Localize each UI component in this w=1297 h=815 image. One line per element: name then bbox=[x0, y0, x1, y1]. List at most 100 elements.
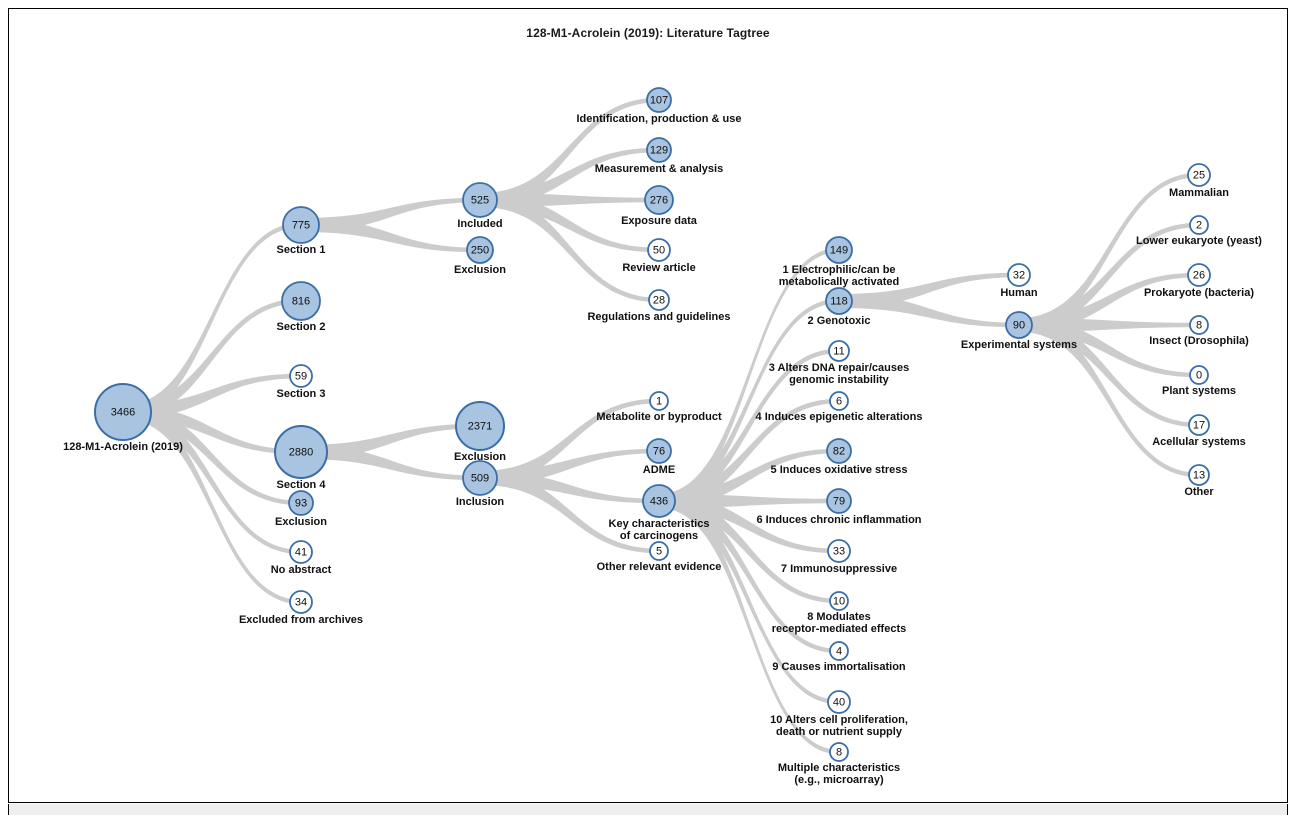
node-circle[interactable] bbox=[826, 438, 852, 464]
node-circle[interactable] bbox=[281, 281, 321, 321]
node-circle[interactable] bbox=[462, 182, 498, 218]
tree-link bbox=[659, 494, 839, 604]
node-circle[interactable] bbox=[649, 391, 669, 411]
node-circle[interactable] bbox=[642, 484, 676, 518]
node-circle[interactable] bbox=[829, 641, 849, 661]
node-label: Measurement & analysis bbox=[595, 163, 723, 175]
node-circle[interactable] bbox=[462, 460, 498, 496]
node-label: Identification, production & use bbox=[577, 113, 742, 125]
tree-link bbox=[480, 398, 659, 485]
tree-link bbox=[480, 147, 659, 207]
node-label: Section 2 bbox=[277, 321, 326, 333]
tree-node[interactable]: 49 Causes immortalisation bbox=[772, 641, 906, 673]
node-label: Experimental systems bbox=[961, 339, 1077, 351]
node-label: Acellular systems bbox=[1152, 436, 1246, 448]
node-label: 6 Induces chronic inflammation bbox=[756, 514, 921, 526]
node-label: Exposure data bbox=[621, 215, 698, 227]
node-circle[interactable] bbox=[1007, 263, 1031, 287]
node-circle[interactable] bbox=[289, 590, 313, 614]
node-circle[interactable] bbox=[829, 391, 849, 411]
tree-link bbox=[659, 494, 839, 755]
node-circle[interactable] bbox=[646, 137, 672, 163]
tree-link bbox=[301, 218, 480, 253]
node-circle[interactable] bbox=[829, 591, 849, 611]
node-circle[interactable] bbox=[644, 185, 674, 215]
node-circle[interactable] bbox=[466, 236, 494, 264]
node-circle[interactable] bbox=[1189, 315, 1209, 335]
node-label: Exclusion bbox=[454, 264, 506, 276]
node-circle[interactable] bbox=[1188, 464, 1210, 486]
tree-link bbox=[1019, 272, 1199, 332]
node-circle[interactable] bbox=[1189, 365, 1209, 385]
node-label: Section 3 bbox=[277, 388, 326, 400]
node-circle[interactable] bbox=[825, 287, 853, 315]
node-circle[interactable] bbox=[828, 340, 850, 362]
node-label: 7 Immunosuppressive bbox=[781, 563, 897, 575]
node-circle[interactable] bbox=[1189, 215, 1209, 235]
node-circle[interactable] bbox=[289, 540, 313, 564]
node-circle[interactable] bbox=[647, 238, 671, 262]
tree-link bbox=[659, 494, 839, 654]
node-circle[interactable] bbox=[646, 438, 672, 464]
tree-node[interactable]: 796 Induces chronic inflammation bbox=[756, 488, 922, 526]
node-circle[interactable] bbox=[826, 488, 852, 514]
node-circle[interactable] bbox=[825, 236, 853, 264]
node-circle[interactable] bbox=[289, 364, 313, 388]
node-circle[interactable] bbox=[94, 383, 152, 441]
node-label: Multiple characteristics(e.g., microarra… bbox=[778, 762, 900, 786]
node-circle[interactable] bbox=[455, 401, 505, 451]
node-circle[interactable] bbox=[648, 289, 670, 311]
node-circle[interactable] bbox=[649, 541, 669, 561]
node-circle[interactable] bbox=[288, 490, 314, 516]
node-circle[interactable] bbox=[1187, 263, 1211, 287]
node-label: Section 1 bbox=[277, 244, 326, 256]
node-circle[interactable] bbox=[282, 206, 320, 244]
page-title: 128-M1-Acrolein (2019): Literature Tagtr… bbox=[526, 26, 770, 40]
node-circle[interactable] bbox=[827, 539, 851, 563]
tree-node[interactable]: 64 Induces epigenetic alterations bbox=[756, 391, 923, 423]
node-label: Mammalian bbox=[1169, 187, 1229, 199]
node-label: 10 Alters cell proliferation,death or nu… bbox=[770, 714, 908, 738]
node-circle[interactable] bbox=[1188, 414, 1210, 436]
node-circle[interactable] bbox=[1005, 311, 1033, 339]
node-circle[interactable] bbox=[646, 87, 672, 113]
node-circle[interactable] bbox=[829, 742, 849, 762]
tree-link bbox=[659, 247, 839, 509]
tree-link bbox=[123, 405, 301, 605]
node-circle[interactable] bbox=[827, 690, 851, 714]
tree-link bbox=[123, 373, 301, 419]
node-circle[interactable] bbox=[1187, 163, 1211, 187]
node-circle[interactable] bbox=[274, 425, 328, 479]
